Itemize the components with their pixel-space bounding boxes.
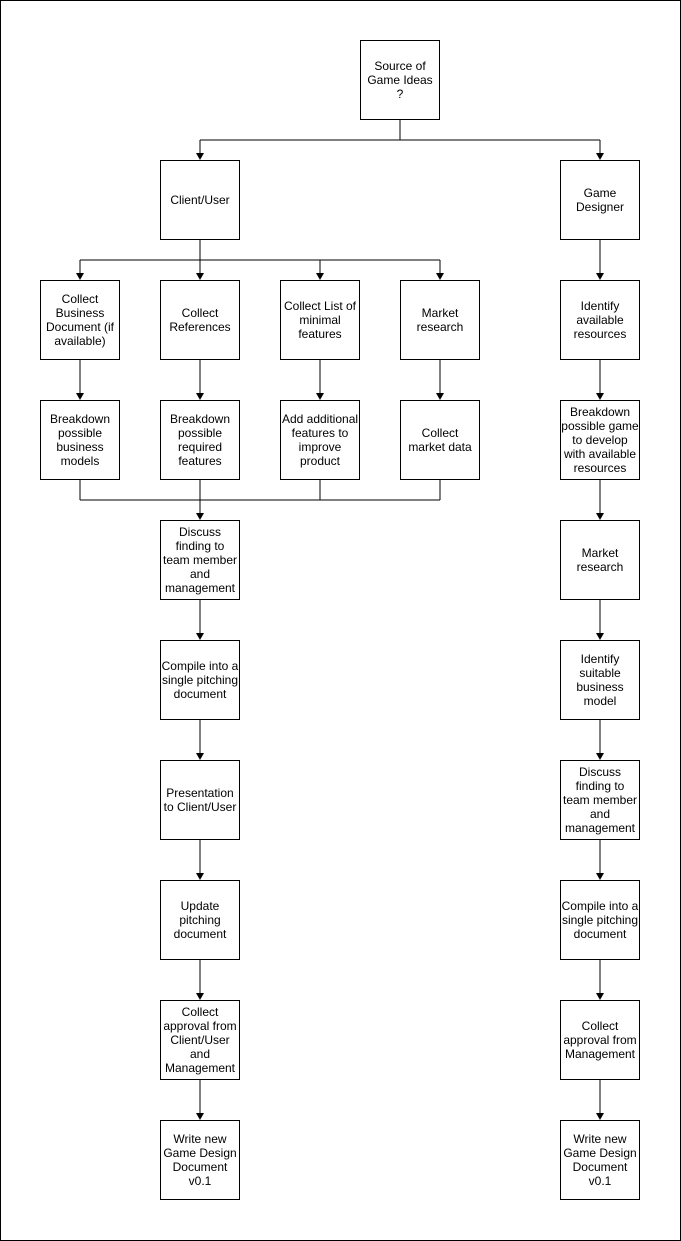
arrowhead — [596, 1113, 604, 1120]
node-label: Breakdown possible required features — [169, 412, 231, 468]
node-label: Write new Game Design Document v0.1 — [163, 1132, 237, 1188]
node-collect-business-document: Collect Business Document (if available) — [40, 280, 120, 360]
node-label: Write new Game Design Document v0.1 — [563, 1132, 637, 1188]
node-write-gdd-client: Write new Game Design Document v0.1 — [160, 1120, 240, 1200]
arrowhead — [196, 1113, 204, 1120]
node-label: Collect Business Document (if available) — [45, 292, 115, 348]
arrowhead — [316, 393, 324, 400]
arrowhead — [196, 993, 204, 1000]
arrowhead — [196, 873, 204, 880]
node-collect-market-data: Collect market data — [400, 400, 480, 480]
node-label: Identify suitable business model — [576, 652, 624, 708]
node-identify-business-model: Identify suitable business model — [560, 640, 640, 720]
arrowhead — [436, 273, 444, 280]
arrowhead — [196, 513, 204, 520]
node-compile-client: Compile into a single pitching document — [160, 640, 240, 720]
node-client-user: Client/User — [160, 160, 240, 240]
arrowhead — [76, 273, 84, 280]
arrowhead — [596, 753, 604, 760]
arrowhead — [316, 273, 324, 280]
node-label: Compile into a single pitching document — [561, 899, 639, 941]
arrowhead — [436, 393, 444, 400]
connector-row2-merge — [79, 480, 441, 513]
node-discuss-designer: Discuss finding to team member and manag… — [560, 760, 640, 840]
node-label: Collect approval from Client/User and Ma… — [163, 1005, 237, 1075]
node-market-research-designer: Market research — [560, 520, 640, 600]
node-breakdown-game: Breakdown possible game to develop with … — [560, 400, 640, 480]
arrowhead — [596, 993, 604, 1000]
arrowhead — [76, 393, 84, 400]
node-approval-designer: Collect approval from Management — [560, 1000, 640, 1080]
arrowhead — [596, 153, 604, 160]
node-compile-designer: Compile into a single pitching document — [560, 880, 640, 960]
node-discuss-client: Discuss finding to team member and manag… — [160, 520, 240, 600]
node-label: Market research — [416, 306, 464, 334]
node-label: Source of Game Ideas ? — [367, 59, 433, 101]
connector-row1-row2 — [79, 360, 441, 393]
node-label: Discuss finding to team member and manag… — [562, 765, 638, 835]
node-label: Client/User — [170, 193, 230, 207]
arrowhead — [196, 273, 204, 280]
node-game-designer: Game Designer — [560, 160, 640, 240]
arrowhead — [596, 393, 604, 400]
node-breakdown-required-features: Breakdown possible required features — [160, 400, 240, 480]
node-add-additional-features: Add additional features to improve produ… — [280, 400, 360, 480]
arrowhead — [596, 633, 604, 640]
node-collect-minimal-features: Collect List of minimal features — [280, 280, 360, 360]
arrowhead — [596, 873, 604, 880]
node-label: Market research — [576, 546, 624, 574]
node-label: Identify available resources — [573, 299, 627, 341]
node-label: Presentation to Client/User — [163, 786, 237, 814]
node-approval-client: Collect approval from Client/User and Ma… — [160, 1000, 240, 1080]
node-label: Discuss finding to team member and manag… — [162, 525, 238, 595]
node-source-of-game-ideas: Source of Game Ideas ? — [360, 40, 440, 120]
node-update-pitching: Update pitching document — [160, 880, 240, 960]
connector-source-split — [199, 120, 601, 153]
node-label: Add additional features to improve produ… — [281, 412, 359, 468]
node-market-research-client: Market research — [400, 280, 480, 360]
node-label: Game Designer — [575, 186, 625, 214]
node-presentation: Presentation to Client/User — [160, 760, 240, 840]
node-label: Breakdown possible business models — [49, 412, 111, 468]
arrowhead — [596, 513, 604, 520]
node-collect-references: Collect References — [160, 280, 240, 360]
node-identify-resources: Identify available resources — [560, 280, 640, 360]
arrowhead — [196, 633, 204, 640]
node-label: Update pitching document — [173, 899, 227, 941]
node-label: Collect List of minimal features — [283, 299, 357, 341]
arrowhead — [196, 393, 204, 400]
node-write-gdd-designer: Write new Game Design Document v0.1 — [560, 1120, 640, 1200]
node-label: Collect approval from Management — [563, 1019, 637, 1061]
node-label: Collect market data — [408, 426, 472, 454]
arrowhead — [196, 153, 204, 160]
arrowhead — [196, 753, 204, 760]
connector-client-split — [79, 240, 441, 273]
node-breakdown-business-models: Breakdown possible business models — [40, 400, 120, 480]
node-label: Collect References — [169, 306, 231, 334]
node-label: Breakdown possible game to develop with … — [561, 405, 639, 475]
node-label: Compile into a single pitching document — [161, 659, 239, 701]
arrowhead — [596, 273, 604, 280]
